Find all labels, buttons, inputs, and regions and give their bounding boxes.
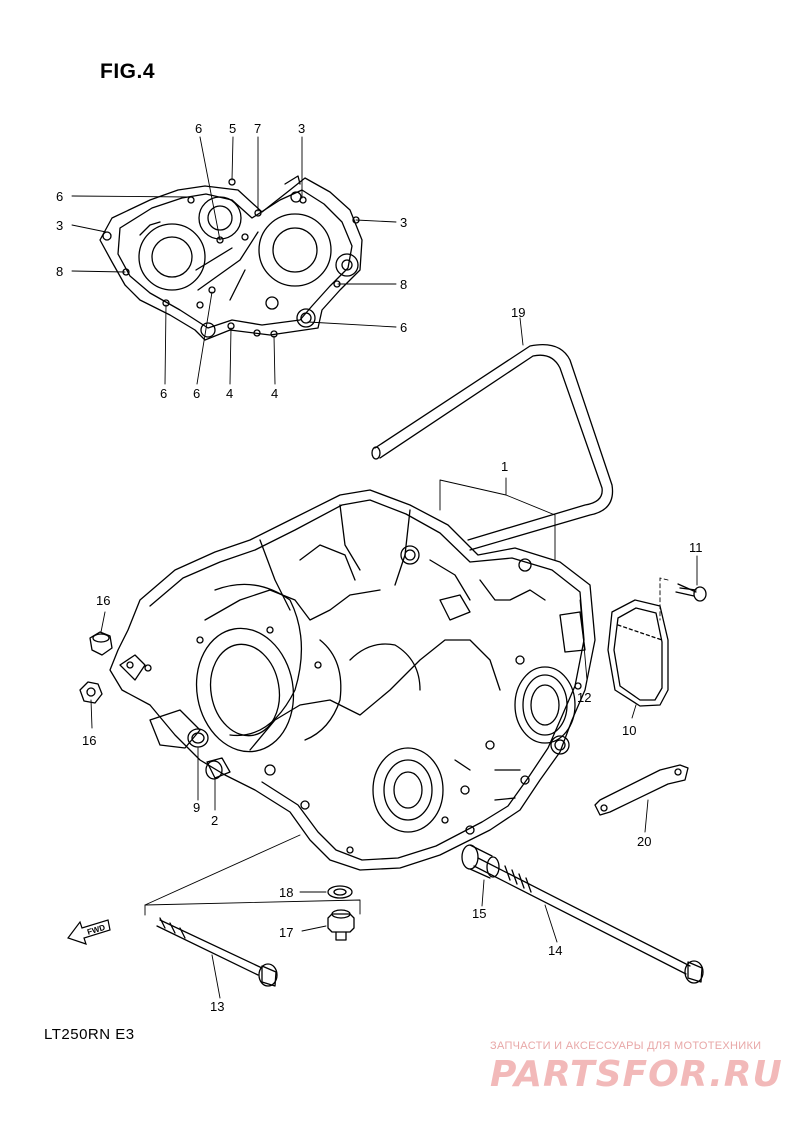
nut-top [89, 631, 113, 656]
callout-4-inset-bottom: 4 [226, 386, 233, 401]
callout-3-inset-top: 3 [298, 121, 305, 136]
watermark-brand: PARTSFOR.RU [490, 1054, 783, 1095]
gasket-washer-18 [327, 885, 353, 899]
cover-plate [607, 599, 669, 707]
callout-12: 12 [577, 690, 591, 705]
nut-bottom [79, 681, 103, 704]
callout-15: 15 [472, 906, 486, 921]
callout-13: 13 [210, 999, 224, 1014]
callout-8-inset-right: 8 [400, 277, 407, 292]
screw-dashed-path [659, 577, 669, 621]
breather-hose [371, 343, 614, 551]
callout-14: 14 [548, 943, 562, 958]
figure-title: FIG.4 [100, 60, 156, 83]
callout-19: 19 [511, 305, 525, 320]
callout-20: 20 [637, 834, 651, 849]
callout-17: 17 [279, 925, 293, 940]
callout-6-inset-bottom: 6 [193, 386, 200, 401]
callout-6-inset-top: 6 [195, 121, 202, 136]
callout-9: 9 [193, 800, 200, 815]
callout-4-inset-bottom-right: 4 [271, 386, 278, 401]
crankcase-assembly [109, 489, 596, 871]
inset-leader-lines [71, 136, 397, 385]
callout-3-inset-left: 3 [56, 218, 63, 233]
inset-crankcase-view [99, 175, 363, 341]
callout-labels: 6 3 8 6 5 7 3 3 8 6 6 6 4 4 19 1 11 16 1… [56, 121, 703, 1014]
model-code: LT250RN E3 [44, 1026, 135, 1043]
callout-5: 5 [229, 121, 236, 136]
callout-6-inset-bottom-left: 6 [160, 386, 167, 401]
callout-2: 2 [211, 813, 218, 828]
callout-11: 11 [689, 540, 703, 555]
washer-15 [461, 844, 500, 879]
screw [675, 583, 707, 602]
callout-3-inset-right: 3 [400, 215, 407, 230]
fwd-arrow-icon: FWD [67, 919, 111, 945]
callout-6-inset-top-left: 6 [56, 189, 63, 204]
long-bolt-13 [156, 917, 278, 987]
callout-10: 10 [622, 723, 636, 738]
bushing [205, 757, 231, 780]
watermark-caption: ЗАПЧАСТИ И АКСЕССУАРЫ ДЛЯ МОТОТЕХНИКИ [490, 1040, 762, 1052]
bracket [594, 764, 689, 816]
callout-16-top: 16 [96, 593, 110, 608]
main-leader-lines [90, 317, 698, 999]
callout-18: 18 [279, 885, 293, 900]
callout-1: 1 [501, 459, 508, 474]
long-bolt-14 [473, 857, 704, 984]
callout-7: 7 [254, 121, 261, 136]
callout-6-inset-right: 6 [400, 320, 407, 335]
dowel-pin [187, 728, 209, 748]
callout-16-bottom: 16 [82, 733, 96, 748]
drain-plug-17 [327, 909, 355, 941]
callout-8-inset-left: 8 [56, 264, 63, 279]
